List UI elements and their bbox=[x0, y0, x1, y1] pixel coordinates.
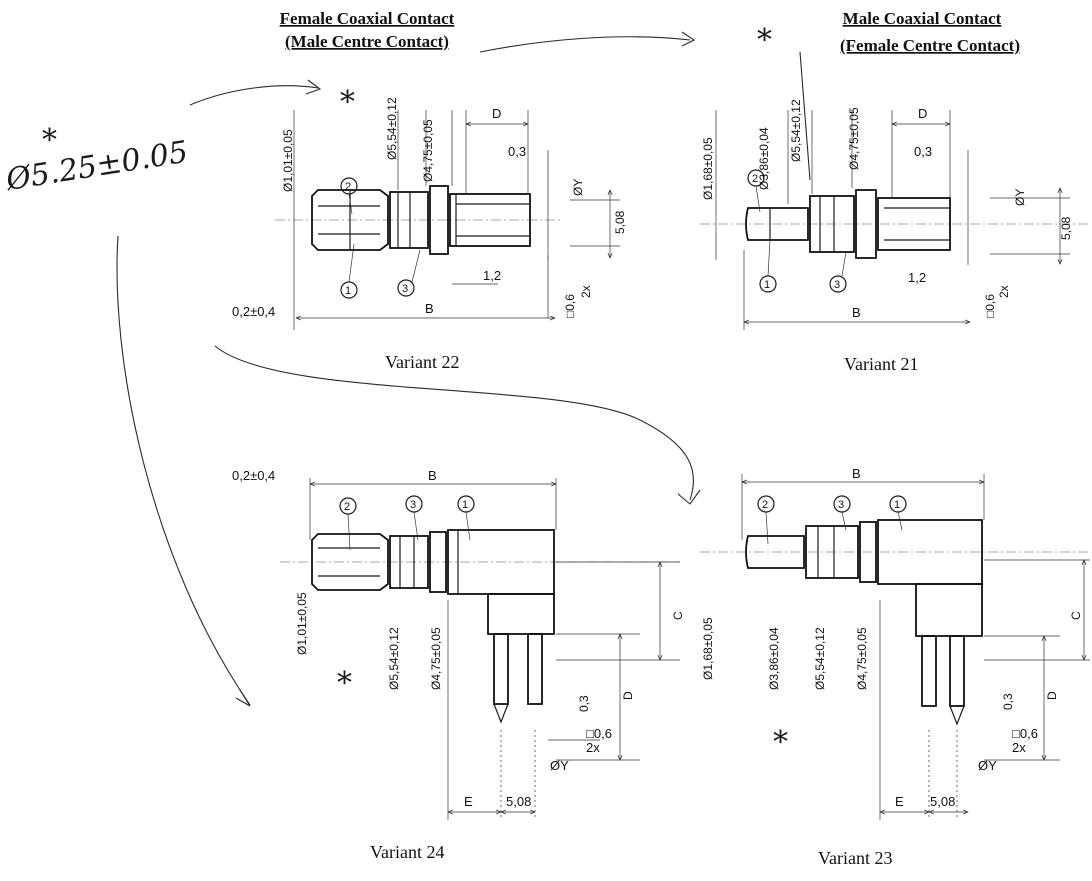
v22-dim-2x: 2x bbox=[579, 285, 593, 298]
v22-dim-Y: ØY bbox=[571, 179, 585, 196]
v22-callout-3: 3 bbox=[402, 283, 408, 295]
hand-strike-v21 bbox=[799, 51, 811, 181]
v24-dim-0204: 0,2±0,4 bbox=[232, 468, 275, 483]
v21-dim-386: Ø3,86±0,04 bbox=[757, 127, 771, 190]
female-heading-line1: Female Coaxial Contact bbox=[280, 9, 455, 28]
v23-dim-sq06: □0,6 bbox=[1012, 726, 1038, 741]
v21-dim-2x: 2x bbox=[997, 285, 1011, 298]
v21-caption: Variant 21 bbox=[844, 354, 918, 374]
v22-caption: Variant 22 bbox=[385, 352, 459, 372]
v22-dim-475: Ø4,75±0,05 bbox=[421, 119, 435, 182]
v21-dim-12: 1,2 bbox=[908, 270, 926, 285]
v23-dim-2x: 2x bbox=[1012, 740, 1026, 755]
hand-arrow-to-v23 bbox=[214, 345, 694, 501]
handwritten-asterisk-note: * bbox=[42, 123, 57, 158]
v24-dim-554: Ø5,54±0,12 bbox=[387, 627, 401, 690]
v23-dim-554: Ø5,54±0,12 bbox=[813, 627, 827, 690]
hand-arrowhead-v23 bbox=[677, 489, 701, 505]
v24-dim-2x: 2x bbox=[586, 740, 600, 755]
v23-dim-E: E bbox=[895, 794, 904, 809]
male-heading-line1: Male Coaxial Contact bbox=[843, 9, 1002, 28]
v21-callout-1: 1 bbox=[764, 279, 770, 291]
v22-dim-03: 0,3 bbox=[508, 144, 526, 159]
variant-23-drawing: 2 3 1 B Ø1,68±0,05 Ø3,86±0,04 Ø5,54±0,12… bbox=[700, 466, 1090, 868]
v24-dim-sq06: □0,6 bbox=[586, 726, 612, 741]
v22-dim-101: Ø1,01±0,05 bbox=[281, 129, 295, 192]
variant-24-drawing: 2 3 1 0,2±0,4 B Ø1,01±0,05 Ø5,54±0,12 Ø4… bbox=[232, 468, 685, 862]
v24-dim-101: Ø1,01±0,05 bbox=[295, 592, 309, 655]
male-heading-line2: (Female Centre Contact) bbox=[840, 36, 1020, 55]
v24-caption: Variant 24 bbox=[370, 842, 444, 862]
v21-dim-168: Ø1,68±0,05 bbox=[701, 137, 715, 200]
v24-dim-B: B bbox=[428, 468, 437, 483]
v24-dim-D: D bbox=[621, 691, 635, 700]
v23-dim-475: Ø4,75±0,05 bbox=[855, 627, 869, 690]
v24-dim-E: E bbox=[464, 794, 473, 809]
v22-dim-554: Ø5,54±0,12 bbox=[385, 97, 399, 160]
hand-arrowhead-v21 bbox=[681, 31, 696, 47]
variant-22-drawing: 2 1 3 Ø1,01±0,05 Ø5,54±0,12 Ø4,75±0,05 D… bbox=[232, 97, 627, 372]
v24-callout-2: 2 bbox=[344, 501, 350, 513]
v24-callout-1: 1 bbox=[462, 499, 468, 511]
v21-dim-D: D bbox=[918, 106, 927, 121]
hand-arrowhead-v22 bbox=[305, 79, 322, 95]
v21-dim-B: B bbox=[852, 305, 861, 320]
handwritten-asterisk-v23: * bbox=[773, 725, 788, 760]
v21-dim-508: 5,08 bbox=[1059, 216, 1073, 240]
handwritten-diameter-note: Ø5.25±0.05 bbox=[3, 135, 191, 198]
v23-callout-2: 2 bbox=[762, 499, 768, 511]
v23-callout-1: 1 bbox=[894, 499, 900, 511]
v24-dim-475: Ø4,75±0,05 bbox=[429, 627, 443, 690]
v24-dim-C: C bbox=[671, 611, 685, 620]
v23-callout-3: 3 bbox=[838, 499, 844, 511]
female-heading-line2: (Male Centre Contact) bbox=[285, 32, 449, 51]
v23-dim-D: D bbox=[1045, 691, 1059, 700]
v21-callout-2: 2 bbox=[752, 173, 758, 185]
hand-arrow-to-v24 bbox=[116, 235, 251, 706]
v21-dim-475: Ø4,75±0,05 bbox=[847, 107, 861, 170]
v21-dim-sq06: □0,6 bbox=[983, 294, 997, 318]
v22-callout-1: 1 bbox=[345, 285, 351, 297]
v24-dim-508: 5,08 bbox=[506, 794, 531, 809]
v23-dim-Y: ØY bbox=[978, 758, 997, 773]
hand-arrowhead-v24 bbox=[235, 689, 251, 707]
v21-dim-Y: ØY bbox=[1013, 189, 1027, 206]
v22-dim-0204: 0,2±0,4 bbox=[232, 304, 275, 319]
v23-caption: Variant 23 bbox=[818, 848, 892, 868]
v22-dim-B: B bbox=[425, 301, 434, 316]
v22-dim-508: 5,08 bbox=[613, 210, 627, 234]
v22-dim-D: D bbox=[492, 106, 501, 121]
v21-callout-3: 3 bbox=[834, 279, 840, 291]
v23-dim-03: 0,3 bbox=[1001, 693, 1015, 710]
v23-dim-168: Ø1,68±0,05 bbox=[701, 617, 715, 680]
v22-callout-2: 2 bbox=[345, 181, 351, 193]
v22-dim-sq06: □0,6 bbox=[563, 294, 577, 318]
v24-dim-03: 0,3 bbox=[577, 695, 591, 712]
v23-dim-508: 5,08 bbox=[930, 794, 955, 809]
v24-dim-Y: ØY bbox=[550, 758, 569, 773]
v23-dim-C: C bbox=[1069, 611, 1083, 620]
handwritten-asterisk-v24: * bbox=[337, 666, 352, 701]
v21-dim-554: Ø5,54±0,12 bbox=[789, 99, 803, 162]
v22-dim-12: 1,2 bbox=[483, 268, 501, 283]
v23-dim-B: B bbox=[852, 466, 861, 481]
variant-21-drawing: 2 1 3 Ø1,68±0,05 Ø3,86±0,04 Ø5,54±0,12 Ø… bbox=[700, 99, 1090, 374]
handwritten-asterisk-v21: * bbox=[757, 23, 772, 58]
handwritten-asterisk-v22: * bbox=[340, 85, 355, 120]
hand-arrow-to-v21 bbox=[479, 36, 691, 53]
hand-arrow-to-v22 bbox=[189, 85, 319, 106]
v21-dim-03: 0,3 bbox=[914, 144, 932, 159]
v24-callout-3: 3 bbox=[410, 499, 416, 511]
v23-dim-386: Ø3,86±0,04 bbox=[767, 627, 781, 690]
